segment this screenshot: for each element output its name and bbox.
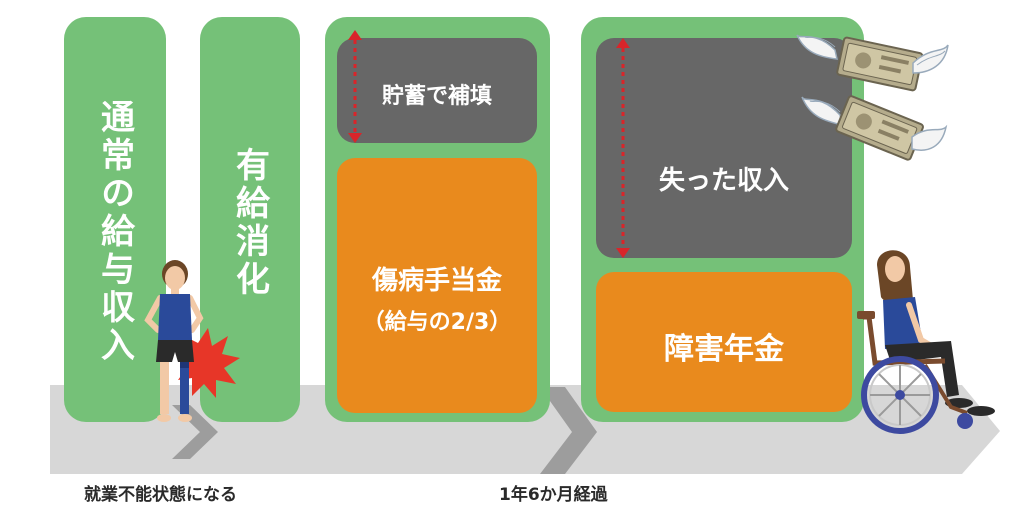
savings-arrow (348, 30, 362, 143)
paid-leave-bar: 有給消化 (200, 17, 300, 422)
savings-label: 貯蓄で補填 (381, 84, 492, 109)
wheelchair-user-icon (857, 250, 995, 434)
injury-allowance-label: 傷病手当金 (371, 266, 502, 296)
road-chevron-2 (540, 387, 597, 474)
after-period-caption: 1年6か月経過 (499, 485, 608, 505)
injured-woman-icon (144, 260, 240, 422)
normal-salary-bar: 通常の給与収入 (64, 17, 166, 422)
normal-salary-label: 通常の給与収入 (94, 99, 135, 365)
lost-income-label: 失った収入 (658, 166, 789, 196)
disability-pension-label: 障害年金 (664, 332, 784, 367)
lost-income-arrow (616, 38, 630, 258)
injury-allowance-note: （給与の2/3） (362, 310, 512, 335)
lost-income-box: 失った収入 (596, 38, 852, 258)
flying-money-icon-2 (801, 95, 948, 161)
injury-allowance-box: 傷病手当金 （給与の2/3） (337, 158, 537, 413)
road-chevron-1 (172, 405, 218, 459)
disability-pension-panel: 失った収入 障害年金 (581, 17, 864, 422)
disability-pension-box: 障害年金 (596, 272, 852, 412)
savings-box: 貯蓄で補填 (337, 38, 537, 143)
paid-leave-label: 有給消化 (229, 147, 270, 299)
unable-to-work-caption: 就業不能状態になる (84, 485, 237, 505)
injury-allowance-panel: 貯蓄で補填 傷病手当金 （給与の2/3） (325, 17, 550, 422)
flying-money-icon (796, 34, 949, 92)
